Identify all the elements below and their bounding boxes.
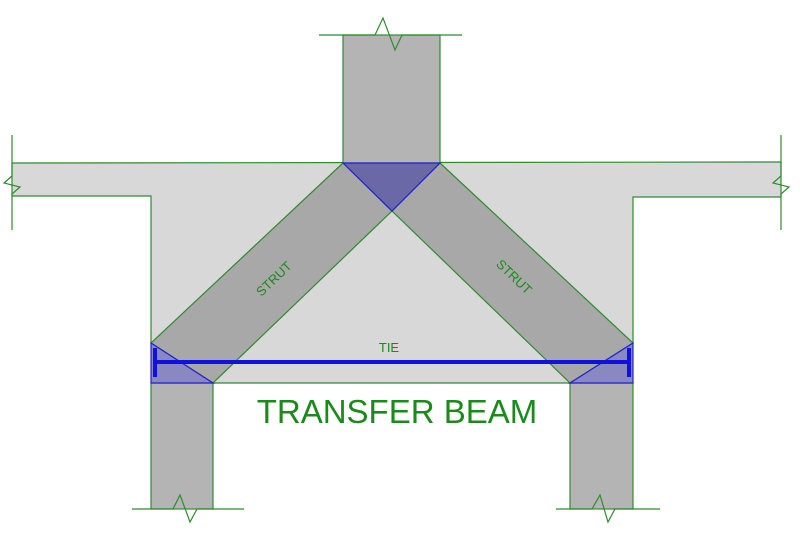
top-node — [341, 162, 442, 212]
break-line-bottom-right — [556, 493, 660, 524]
break-line-left — [2, 135, 22, 230]
lower-right-column — [569, 382, 634, 510]
transfer-beam-label: TRANSFER BEAM — [257, 393, 538, 430]
tie-label: TIE — [379, 340, 400, 355]
break-line-bottom-left — [132, 493, 244, 524]
break-line-right — [771, 135, 791, 230]
break-line-top — [319, 16, 462, 52]
lower-left-column — [150, 382, 214, 510]
upper-column — [342, 34, 441, 164]
